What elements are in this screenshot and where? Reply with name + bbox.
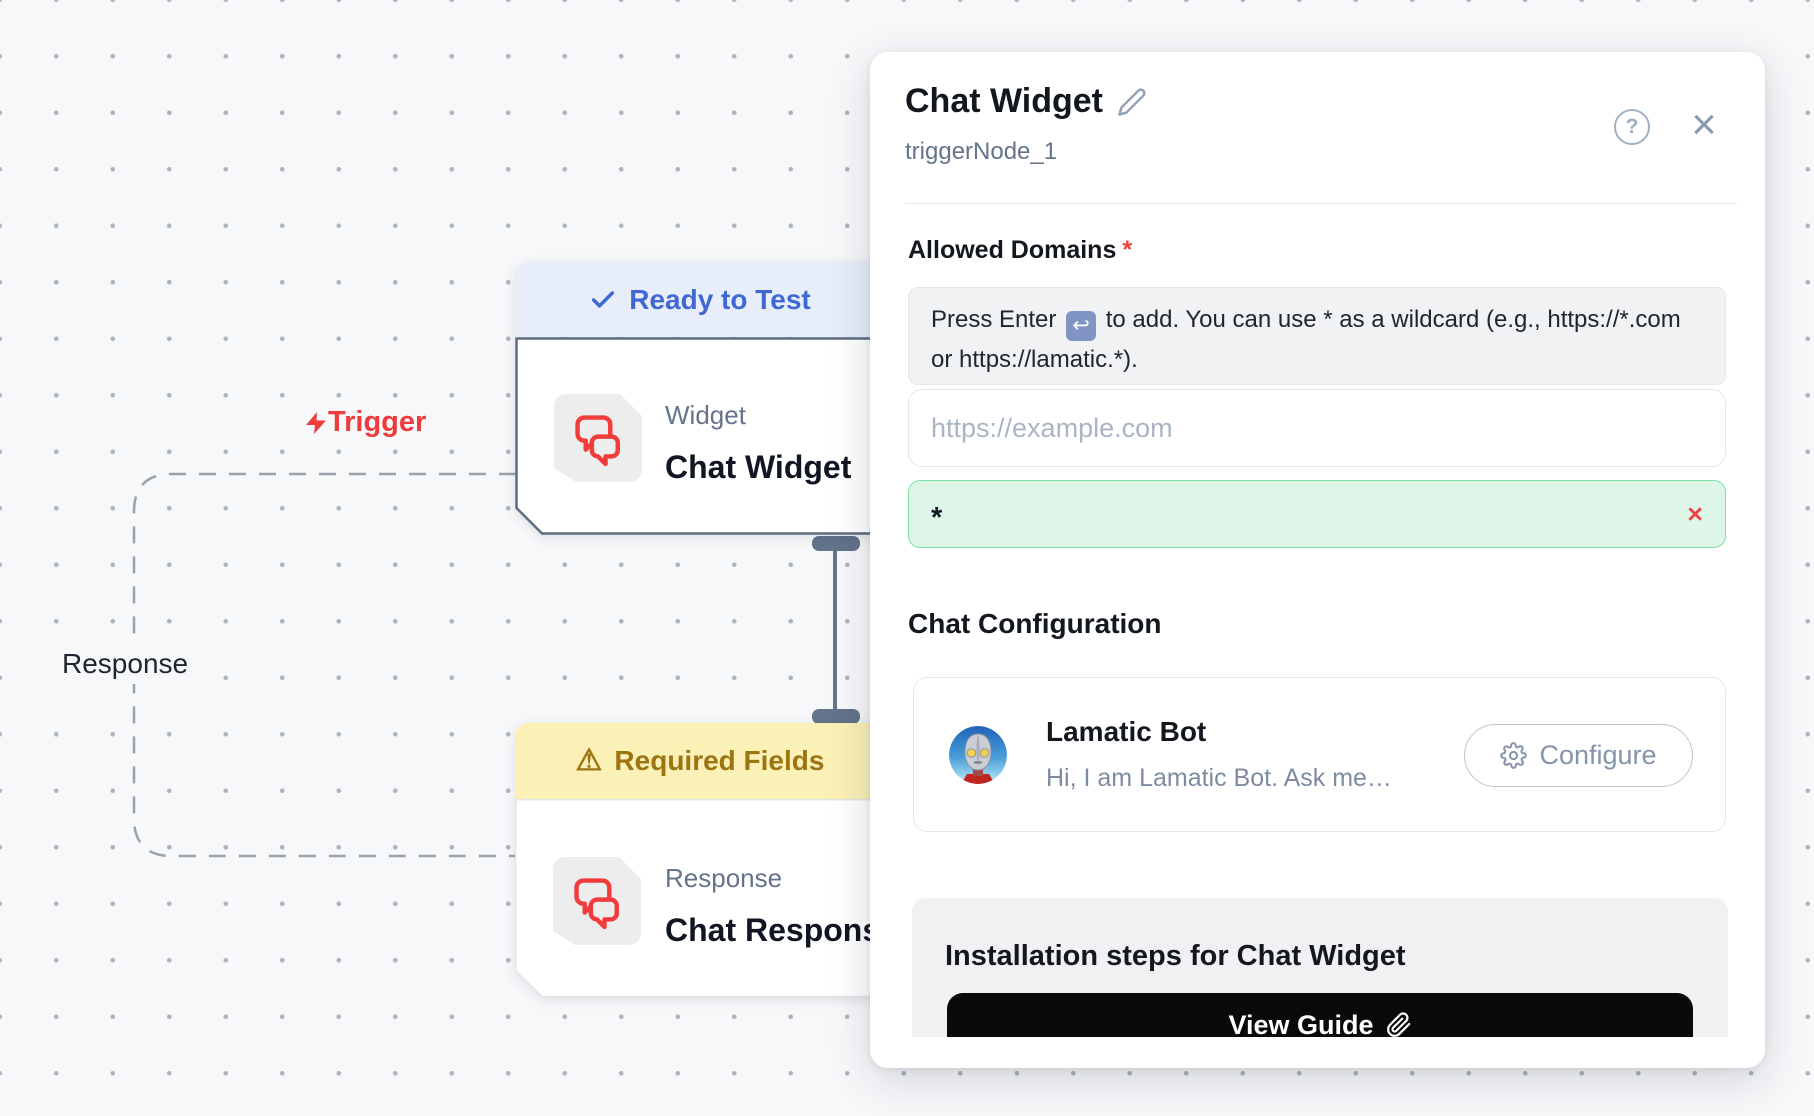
installation-card: Installation steps for Chat Widget View … <box>912 898 1728 1037</box>
allowed-domains-help-text: Press Enter ↩ to add. You can use * as a… <box>908 287 1726 385</box>
chat-widget-node-icon-tile <box>554 394 642 482</box>
node-chat-response-card[interactable]: Response Chat Response <box>515 799 898 998</box>
chat-configuration-heading: Chat Configuration <box>908 608 1162 639</box>
header-divider <box>905 203 1737 204</box>
node-title: Chat Widget <box>665 449 852 485</box>
bot-avatar <box>949 726 1007 784</box>
node-connector-line <box>833 545 837 714</box>
panel-title: Chat Widget <box>905 82 1104 120</box>
allowed-domains-label: Allowed Domains* <box>908 236 1133 264</box>
view-guide-button[interactable]: View Guide <box>947 993 1693 1037</box>
chat-response-input-handle[interactable] <box>812 709 860 724</box>
node-category-label: Response <box>665 863 783 893</box>
chat-bubbles-icon <box>568 408 628 468</box>
bot-config-card: Lamatic Bot Hi, I am Lamatic Bot. Ask me… <box>913 677 1726 832</box>
node-id: triggerNode_1 <box>905 138 1058 165</box>
bot-description: Hi, I am Lamatic Bot. Ask me… <box>1046 764 1392 792</box>
node-chat-widget-card[interactable]: Widget Chat Widget <box>515 337 885 535</box>
edge-label-response: Response <box>48 644 203 684</box>
node-title: Chat Response <box>665 912 898 948</box>
warning-icon: ⚠ <box>575 744 603 777</box>
paperclip-icon <box>1386 1012 1412 1037</box>
view-guide-button-label: View Guide <box>1228 1009 1374 1038</box>
gear-icon <box>1500 742 1528 769</box>
node-status-badge-ready: Ready to Test <box>515 262 885 337</box>
node-status-text: Ready to Test <box>629 283 811 315</box>
edit-pencil-icon[interactable] <box>1117 87 1147 117</box>
chat-widget-output-handle[interactable] <box>812 536 860 551</box>
domain-tag-value: * <box>931 501 943 534</box>
node-status-text: Required Fields <box>614 745 825 776</box>
trigger-annotation: Trigger <box>304 406 426 439</box>
lightning-bolt-icon <box>304 408 328 438</box>
chat-bubbles-icon <box>567 871 627 931</box>
enter-key-icon: ↩ <box>1066 311 1097 341</box>
chat-response-node-icon-tile <box>553 857 641 945</box>
bot-name: Lamatic Bot <box>1046 716 1207 747</box>
configure-button-label: Configure <box>1539 740 1657 770</box>
node-chat-widget[interactable]: Ready to Test Widget Chat Widget <box>515 262 885 535</box>
installation-section: Installation steps for Chat Widget View … <box>912 898 1728 1037</box>
installation-heading: Installation steps for Chat Widget <box>945 940 1406 972</box>
trigger-annotation-label: Trigger <box>328 406 427 438</box>
domain-input[interactable] <box>908 389 1726 467</box>
node-status-badge-required: ⚠ Required Fields <box>515 723 885 799</box>
node-config-panel: Chat Widget triggerNode_1 ? × Allowed Do… <box>870 52 1765 1068</box>
node-category-label: Widget <box>665 400 746 430</box>
required-asterisk: * <box>1122 236 1133 264</box>
check-icon <box>589 286 617 314</box>
configure-button[interactable]: Configure <box>1464 724 1693 787</box>
help-icon[interactable]: ? <box>1614 109 1650 145</box>
remove-tag-icon[interactable]: × <box>1687 498 1703 529</box>
node-chat-response[interactable]: ⚠ Required Fields Response Chat Response <box>515 723 898 998</box>
close-icon[interactable]: × <box>1691 100 1717 149</box>
domain-tag: * × <box>908 480 1726 548</box>
